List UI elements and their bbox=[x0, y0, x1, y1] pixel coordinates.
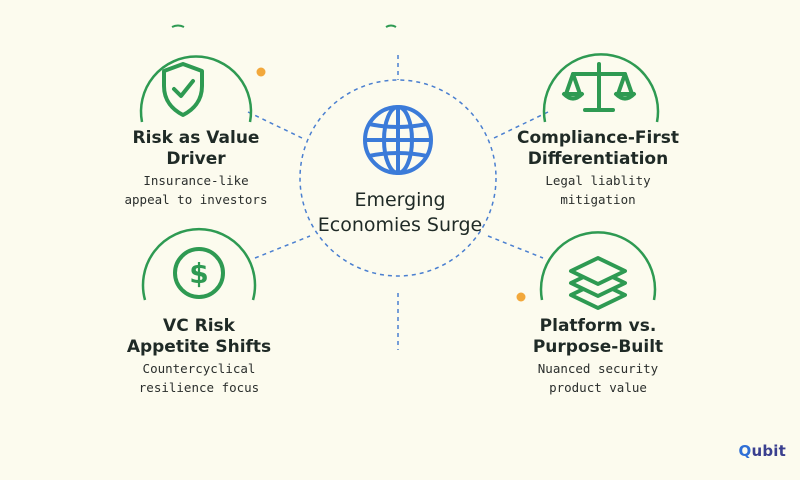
center-title-line1: Emerging bbox=[354, 189, 446, 211]
subtitle-line: appeal to investors bbox=[124, 192, 268, 207]
connector-compliance bbox=[493, 111, 549, 139]
subtitle-line: Nuanced security bbox=[537, 361, 659, 376]
title-line: Driver bbox=[166, 149, 226, 169]
title-line: Differentiation bbox=[527, 149, 669, 169]
center-title-line2: Economies Surge bbox=[317, 214, 483, 236]
subtitle-line: resilience focus bbox=[138, 380, 260, 395]
shield-check-icon bbox=[162, 62, 204, 117]
center-circle bbox=[299, 79, 497, 277]
title-line: Platform vs. bbox=[539, 316, 657, 336]
subtitle-line: product value bbox=[549, 380, 647, 395]
connector-risk-value bbox=[247, 111, 303, 139]
center-title: Emerging Economies Surge bbox=[290, 188, 510, 238]
subtitle-line: Insurance-like bbox=[143, 173, 249, 188]
title-line: Risk as Value bbox=[132, 128, 260, 148]
title-line: Purpose-Built bbox=[532, 337, 664, 357]
subtitle-line: mitigation bbox=[560, 192, 636, 207]
svg-text:$: $ bbox=[189, 257, 208, 290]
connectors bbox=[247, 55, 549, 350]
arc-risk-value bbox=[139, 55, 253, 123]
logo-rest: ubit bbox=[751, 442, 786, 460]
connector-vc-risk bbox=[254, 235, 311, 259]
node-platform-subtitle: Nuanced security product value bbox=[478, 359, 718, 397]
arc-compliance bbox=[542, 53, 660, 123]
arc-vc-risk bbox=[141, 227, 257, 301]
connector-platform bbox=[487, 235, 544, 259]
arc-platform bbox=[539, 231, 657, 301]
top-tick-right bbox=[385, 24, 397, 28]
node-risk-value-subtitle: Insurance-like appeal to investors bbox=[76, 171, 316, 209]
dollar-icon: $ bbox=[173, 247, 225, 299]
node-risk-value-title: Risk as Value Driver bbox=[76, 128, 316, 170]
top-tick-left bbox=[171, 24, 185, 28]
subtitle-line: Legal liablity bbox=[545, 173, 651, 188]
accent-dot-top bbox=[256, 67, 266, 77]
node-vc-risk-title: VC Risk Appetite Shifts bbox=[79, 316, 319, 358]
layers-icon bbox=[569, 256, 627, 310]
globe-icon bbox=[363, 105, 433, 175]
logo-q: Q bbox=[738, 442, 752, 460]
node-vc-risk-subtitle: Countercyclical resilience focus bbox=[79, 359, 319, 397]
title-line: Compliance-First bbox=[517, 128, 679, 148]
node-compliance-title: Compliance-First Differentiation bbox=[478, 128, 718, 170]
title-line: Appetite Shifts bbox=[126, 337, 272, 357]
title-line: VC Risk bbox=[163, 316, 235, 336]
scales-icon bbox=[562, 62, 636, 112]
accent-dot-bottom bbox=[516, 292, 526, 302]
node-compliance-subtitle: Legal liablity mitigation bbox=[478, 171, 718, 209]
subtitle-line: Countercyclical bbox=[142, 361, 256, 376]
node-arcs bbox=[139, 53, 660, 301]
node-platform-title: Platform vs. Purpose-Built bbox=[478, 316, 718, 358]
qubit-logo: Qubit bbox=[739, 442, 786, 460]
